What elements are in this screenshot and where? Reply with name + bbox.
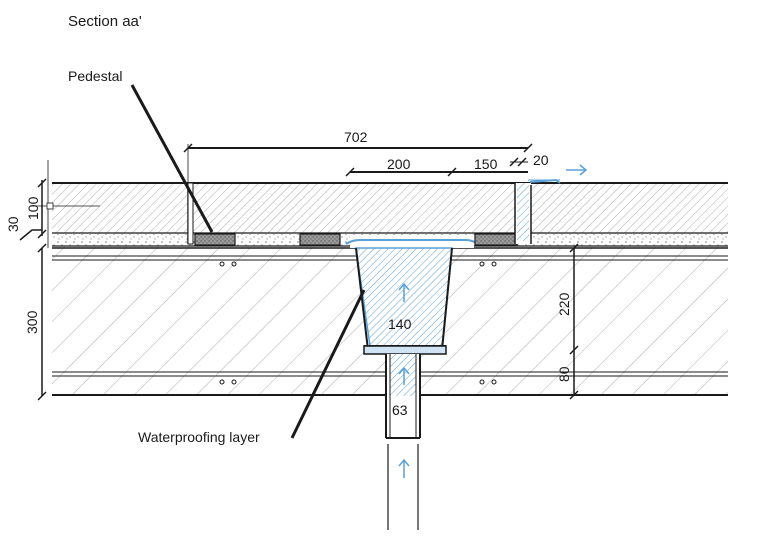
dimension-702: 702 [183,129,533,183]
pedestal-leader [130,84,214,233]
waterproofing-leader [290,289,366,439]
dim-100-text: 100 [25,196,41,220]
dim-80-text: 80 [556,366,572,382]
dim-150-text: 150 [474,156,498,172]
dim-30-text: 30 [5,216,21,232]
arrow-up-icon [398,282,410,302]
paving-slab [52,182,728,234]
drain-pipe [385,354,421,530]
dim-140-text: 140 [388,316,412,332]
section-title: Section aa' [68,13,142,30]
slot-channel [514,178,561,244]
dim-200-text: 200 [387,156,411,172]
dimension-100-30: 100 30 [5,160,100,248]
dimension-220-80: 220 80 [556,243,579,400]
arrow-right-icon [566,164,588,176]
dimension-300: 300 [24,243,47,401]
dim-702-text: 702 [344,129,368,145]
dim-300-text: 300 [24,310,40,334]
arrow-up-icon [398,458,410,478]
waterproofing-label: Waterproofing layer [138,429,260,445]
dim-63-text: 63 [392,402,408,418]
arrow-up-icon [398,366,410,385]
pedestal-label: Pedestal [68,68,122,84]
dim-20-text: 20 [533,152,549,168]
dimension-200-150-20: 200 150 20 [345,152,549,177]
dim-220-text: 220 [556,292,572,316]
